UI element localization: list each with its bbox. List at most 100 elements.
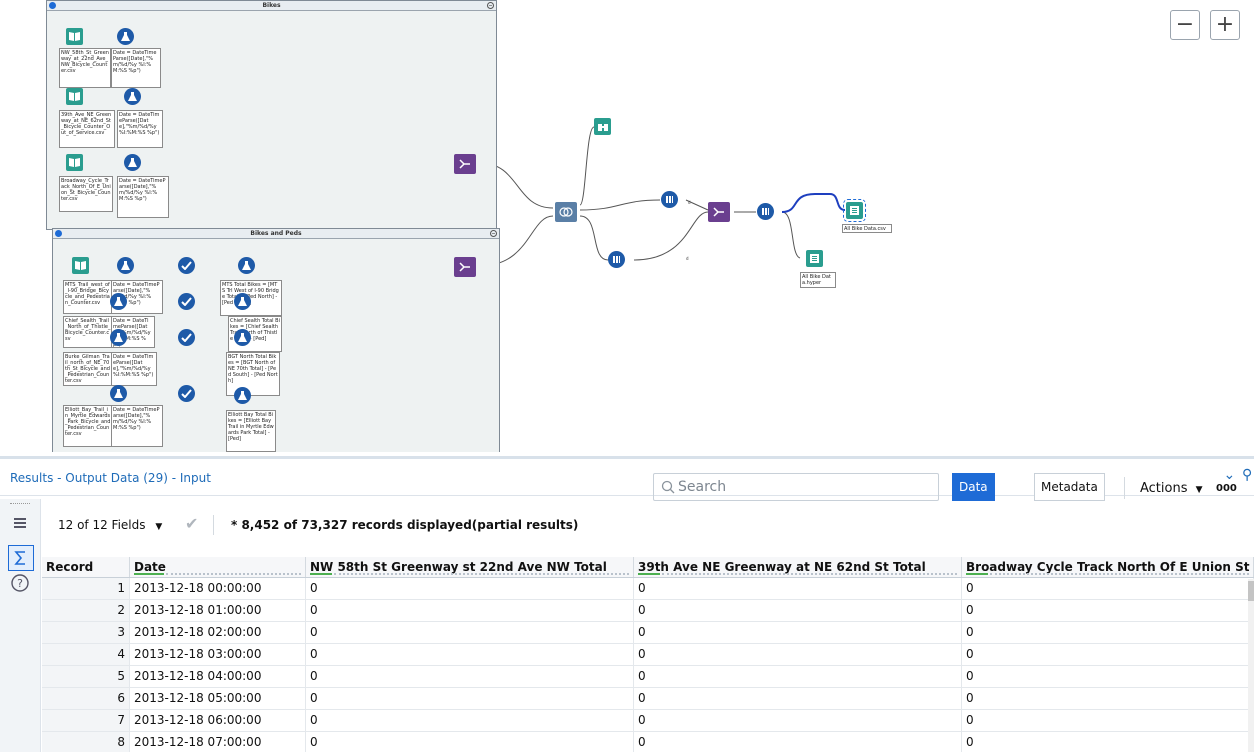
vertical-scrollbar[interactable]	[1248, 579, 1254, 752]
zoom-in-button[interactable]: +	[1210, 10, 1240, 40]
caret-down-icon: ▼	[155, 522, 163, 532]
container-collapse-icon[interactable]: −	[487, 2, 494, 9]
table-row[interactable]: 5 2013-12-18 04:00:00 0 0 0	[42, 666, 1254, 688]
formula-tool[interactable]	[117, 28, 134, 45]
formula-tool[interactable]	[117, 257, 134, 274]
cell-date: 2013-12-18 00:00:00	[130, 578, 306, 599]
cell-date: 2013-12-18 06:00:00	[130, 710, 306, 731]
column-header-39th[interactable]: 39th Ave NE Greenway at NE 62nd St Total	[634, 557, 962, 577]
scrollbar-thumb[interactable]	[1248, 581, 1254, 601]
search-placeholder: Search	[678, 479, 727, 495]
actions-label: Actions	[1140, 481, 1188, 496]
column-header-nw58th[interactable]: NW 58th St Greenway st 22nd Ave NW Total	[306, 557, 634, 577]
cell-date: 2013-12-18 07:00:00	[130, 732, 306, 752]
cell-date: 2013-12-18 02:00:00	[130, 622, 306, 643]
container-title: Bikes and Peds	[53, 229, 499, 239]
table-row[interactable]: 1 2013-12-18 00:00:00 0 0 0	[42, 578, 1254, 600]
column-header-broadway[interactable]: Broadway Cycle Track North Of E Union St…	[962, 557, 1254, 577]
record-number: 5	[42, 666, 130, 687]
workflow-canvas[interactable]: d d d d d d d d d d Bikes − Bikes and Pe…	[0, 0, 1254, 452]
flask-icon	[238, 333, 247, 342]
formula-tool[interactable]	[110, 329, 127, 346]
output-data-tool[interactable]	[806, 250, 823, 267]
table-row[interactable]: 6 2013-12-18 05:00:00 0 0 0	[42, 688, 1254, 710]
formula-tool[interactable]	[234, 387, 251, 404]
input-data-tool[interactable]	[66, 88, 83, 105]
output-data-tool[interactable]	[843, 199, 866, 222]
sort-tool[interactable]	[608, 251, 625, 268]
formula-tool[interactable]	[124, 88, 141, 105]
formula-tool[interactable]	[234, 329, 251, 346]
input-data-tool[interactable]	[66, 154, 83, 171]
container-toggle-icon[interactable]	[49, 2, 56, 9]
cell-value: 0	[962, 578, 1254, 599]
book-icon	[69, 158, 80, 167]
help-icon[interactable]: ?	[8, 571, 32, 595]
select-tool[interactable]	[757, 203, 774, 220]
select-tool[interactable]	[178, 329, 195, 346]
join-tool[interactable]	[555, 202, 577, 222]
table-row[interactable]: 3 2013-12-18 02:00:00 0 0 0	[42, 622, 1254, 644]
cell-value: 0	[634, 578, 962, 599]
book-icon	[75, 261, 86, 270]
tool-annotation: All Bike Data.csv	[842, 224, 892, 233]
flask-icon	[114, 333, 123, 342]
table-row[interactable]: 2 2013-12-18 01:00:00 0 0 0	[42, 600, 1254, 622]
union-tool[interactable]	[708, 202, 730, 222]
formula-tool[interactable]	[234, 293, 251, 310]
cell-date: 2013-12-18 03:00:00	[130, 644, 306, 665]
zoom-out-button[interactable]: −	[1170, 10, 1200, 40]
search-input[interactable]: Search	[653, 473, 939, 501]
table-row[interactable]: 4 2013-12-18 03:00:00 0 0 0	[42, 644, 1254, 666]
union-icon	[459, 262, 470, 272]
actions-menu[interactable]: Actions ▼	[1140, 481, 1203, 496]
container-toggle-icon[interactable]	[55, 230, 62, 237]
container-collapse-icon[interactable]: −	[490, 230, 497, 237]
column-header-record[interactable]: Record	[42, 557, 130, 577]
chevron-down-icon[interactable]: ⌄	[1223, 467, 1236, 483]
tool-annotation: All Bike Data.hyper	[800, 272, 836, 288]
sort-tool[interactable]	[661, 191, 678, 208]
check-icon	[181, 333, 192, 342]
tab-data[interactable]: Data	[952, 473, 995, 501]
check-icon[interactable]: ✔	[185, 514, 199, 533]
pin-icon[interactable]: ⚲	[1242, 467, 1253, 483]
cell-value: 0	[962, 666, 1254, 687]
union-tool[interactable]	[454, 154, 476, 174]
list-view-icon[interactable]	[8, 511, 32, 535]
record-number: 2	[42, 600, 130, 621]
cell-value: 0	[962, 732, 1254, 752]
formula-tool[interactable]	[110, 385, 127, 402]
input-data-tool[interactable]	[66, 28, 83, 45]
sort-icon	[762, 208, 769, 215]
table-row[interactable]: 7 2013-12-18 06:00:00 0 0 0	[42, 710, 1254, 732]
cell-date: 2013-12-18 01:00:00	[130, 600, 306, 621]
records-count: * 8,452 of 73,327 records displayed(part…	[231, 518, 579, 532]
select-tool[interactable]	[178, 257, 195, 274]
drag-handle[interactable]	[10, 503, 30, 506]
tool-annotation: Date = DateTimeParse([Date],"%m/%d/%y %I…	[111, 352, 157, 386]
overflow-label[interactable]: 000	[1216, 483, 1237, 494]
formula-tool[interactable]	[238, 257, 255, 274]
formula-tool[interactable]	[124, 154, 141, 171]
select-tool[interactable]	[178, 293, 195, 310]
select-tool[interactable]	[178, 385, 195, 402]
table-row[interactable]: 8 2013-12-18 07:00:00 0 0 0	[42, 732, 1254, 752]
results-sidebar: ?	[0, 499, 41, 752]
cell-value: 0	[634, 600, 962, 621]
column-header-date[interactable]: Date	[130, 557, 306, 577]
fields-selector[interactable]: 12 of 12 Fields ▼	[58, 518, 162, 532]
record-number: 7	[42, 710, 130, 731]
tab-metadata[interactable]: Metadata	[1034, 473, 1105, 501]
formula-tool[interactable]	[110, 293, 127, 310]
tool-annotation: 39th_Ave_NE_Greenway_at_NE_62nd_St_Bicyc…	[59, 110, 115, 148]
sigma-icon[interactable]	[8, 545, 34, 571]
browse-tool[interactable]	[594, 118, 611, 135]
union-tool[interactable]	[454, 257, 476, 277]
cell-value: 0	[962, 688, 1254, 709]
cell-value: 0	[634, 622, 962, 643]
tool-annotation: Date = DateTimeParse([Date],"%m/%d/%y %I…	[111, 405, 163, 447]
cell-date: 2013-12-18 05:00:00	[130, 688, 306, 709]
results-table: Record Date NW 58th St Greenway st 22nd …	[42, 557, 1254, 752]
input-data-tool[interactable]	[72, 257, 89, 274]
